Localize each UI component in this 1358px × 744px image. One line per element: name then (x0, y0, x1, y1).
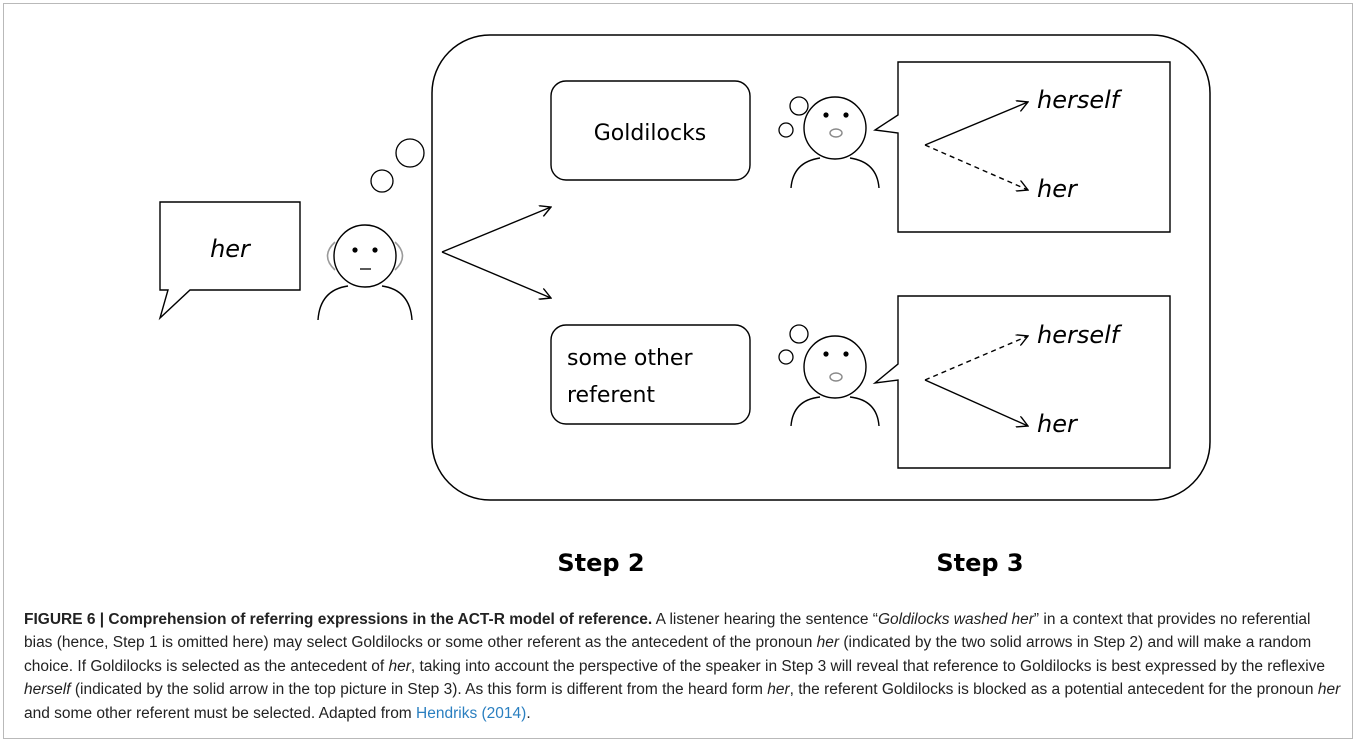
top-herself-text: herself (1037, 86, 1123, 114)
goldilocks-text: Goldilocks (594, 121, 707, 146)
thought-bubble-large (395, 138, 425, 168)
caption-text: , taking into account the perspective of… (410, 657, 1326, 675)
figure-frame (3, 3, 1353, 739)
caption-text: A listener hearing the sentence “ (652, 611, 878, 628)
top-dashed-arrow-to-her (924, 144, 1028, 190)
other-referent-line1: some other (567, 346, 693, 371)
bottom-thought-bubble-large (789, 324, 809, 344)
outer-rounded-box (431, 34, 1211, 501)
top-right-speech-bubble (873, 61, 1171, 233)
top-thought-bubble-large (789, 96, 809, 116)
bottom-her-text: her (1037, 410, 1079, 438)
caption-text: ” in a context that provides no referent… (24, 611, 1311, 652)
bottom-herself-text: herself (1037, 321, 1123, 349)
left-speech-text: her (210, 235, 252, 263)
bottom-right-speech-bubble (872, 295, 1171, 469)
step-2-label: Step 2 (557, 549, 644, 577)
caption-example-sentence: Goldilocks washed her (877, 611, 1034, 628)
arrow-to-goldilocks (441, 207, 551, 253)
top-her-text: her (1037, 175, 1079, 203)
caption-text: and some other referent must be selected… (24, 704, 417, 722)
caption-text: (indicated by the solid arrow in the top… (70, 681, 768, 699)
caption-term: her (767, 681, 790, 699)
thought-bubble-small (370, 169, 394, 193)
caption-term: her (1317, 681, 1341, 699)
goldilocks-box (550, 80, 751, 181)
top-thought-bubble-small (778, 122, 794, 138)
figure-caption: FIGURE 6 | Comprehension of referring ex… (24, 608, 1342, 725)
bottom-speaker-person-icon (790, 335, 880, 427)
caption-term: herself (24, 681, 71, 699)
arrow-to-other-referent (441, 251, 551, 298)
top-speaker-person-icon (790, 96, 880, 189)
bottom-thought-bubble-small (778, 349, 794, 365)
listener-person-icon (317, 224, 413, 321)
left-speech-bubble (158, 201, 301, 321)
top-solid-arrow-to-herself (924, 102, 1028, 146)
bottom-solid-arrow-to-her (924, 379, 1028, 426)
caption-term: her (388, 657, 411, 675)
caption-text: , the referent Goldilocks is blocked as … (789, 681, 1318, 699)
figure-diagram: her Goldilocks some other referent (158, 34, 1211, 577)
caption-text: . (526, 704, 531, 722)
step-3-label: Step 3 (936, 549, 1023, 577)
caption-text: (indicated by the two solid arrows in St… (24, 634, 1312, 675)
bottom-dashed-arrow-to-herself (924, 336, 1028, 381)
caption-term: her (816, 634, 840, 652)
caption-label: FIGURE 6 | Comprehension of referring ex… (24, 611, 653, 628)
reference-link[interactable]: Hendriks (2014) (416, 704, 527, 722)
other-referent-line2: referent (567, 383, 655, 408)
other-referent-box (550, 324, 751, 425)
